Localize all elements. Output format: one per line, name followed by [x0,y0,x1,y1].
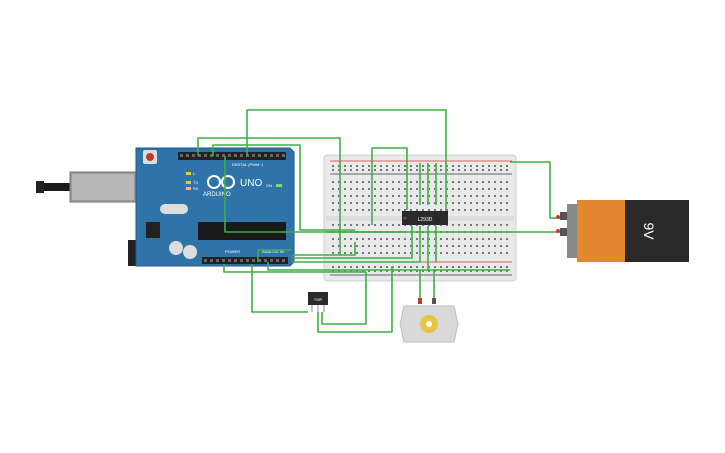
tx-label: TX [193,180,198,185]
sensor-label: TMP [314,297,323,302]
digital-header-pins [180,154,285,157]
wire [510,161,566,219]
wire [371,147,408,225]
power-label: POWER [225,249,240,254]
tmp-sensor[interactable]: TMP [308,292,328,312]
digital-label: DIGITAL (PWM~) [232,162,264,167]
rx-label: RX [193,186,199,191]
power-header-pins [204,259,285,262]
l293d-driver-chip[interactable]: L293D [402,211,448,225]
wire [212,144,355,231]
wire [317,266,393,333]
battery-label: 9V [641,222,657,240]
wire [267,262,510,271]
wire [246,109,447,225]
wire [197,137,341,255]
dc-motor[interactable] [399,298,459,343]
arduino-logo-icon [207,175,235,189]
arduino-uno-board[interactable]: ARDUINO UNO DIGITAL (PWM~) POWER ANALOG … [36,147,295,267]
analog-label: ANALOG IN [262,249,284,254]
wire [292,226,413,259]
on-label: ON [266,183,272,188]
wires [197,109,566,333]
wire [321,272,367,325]
arduino-model-label: UNO [240,178,262,189]
arduino-brand-label: ARDUINO [203,192,231,198]
wire [257,249,292,262]
wire [251,264,308,313]
wire [223,264,366,273]
9v-battery[interactable]: 9V [556,200,689,262]
wire [292,226,421,263]
l-label: L [193,171,196,176]
driver-chip-label: L293D [418,217,433,223]
wire [292,242,356,256]
